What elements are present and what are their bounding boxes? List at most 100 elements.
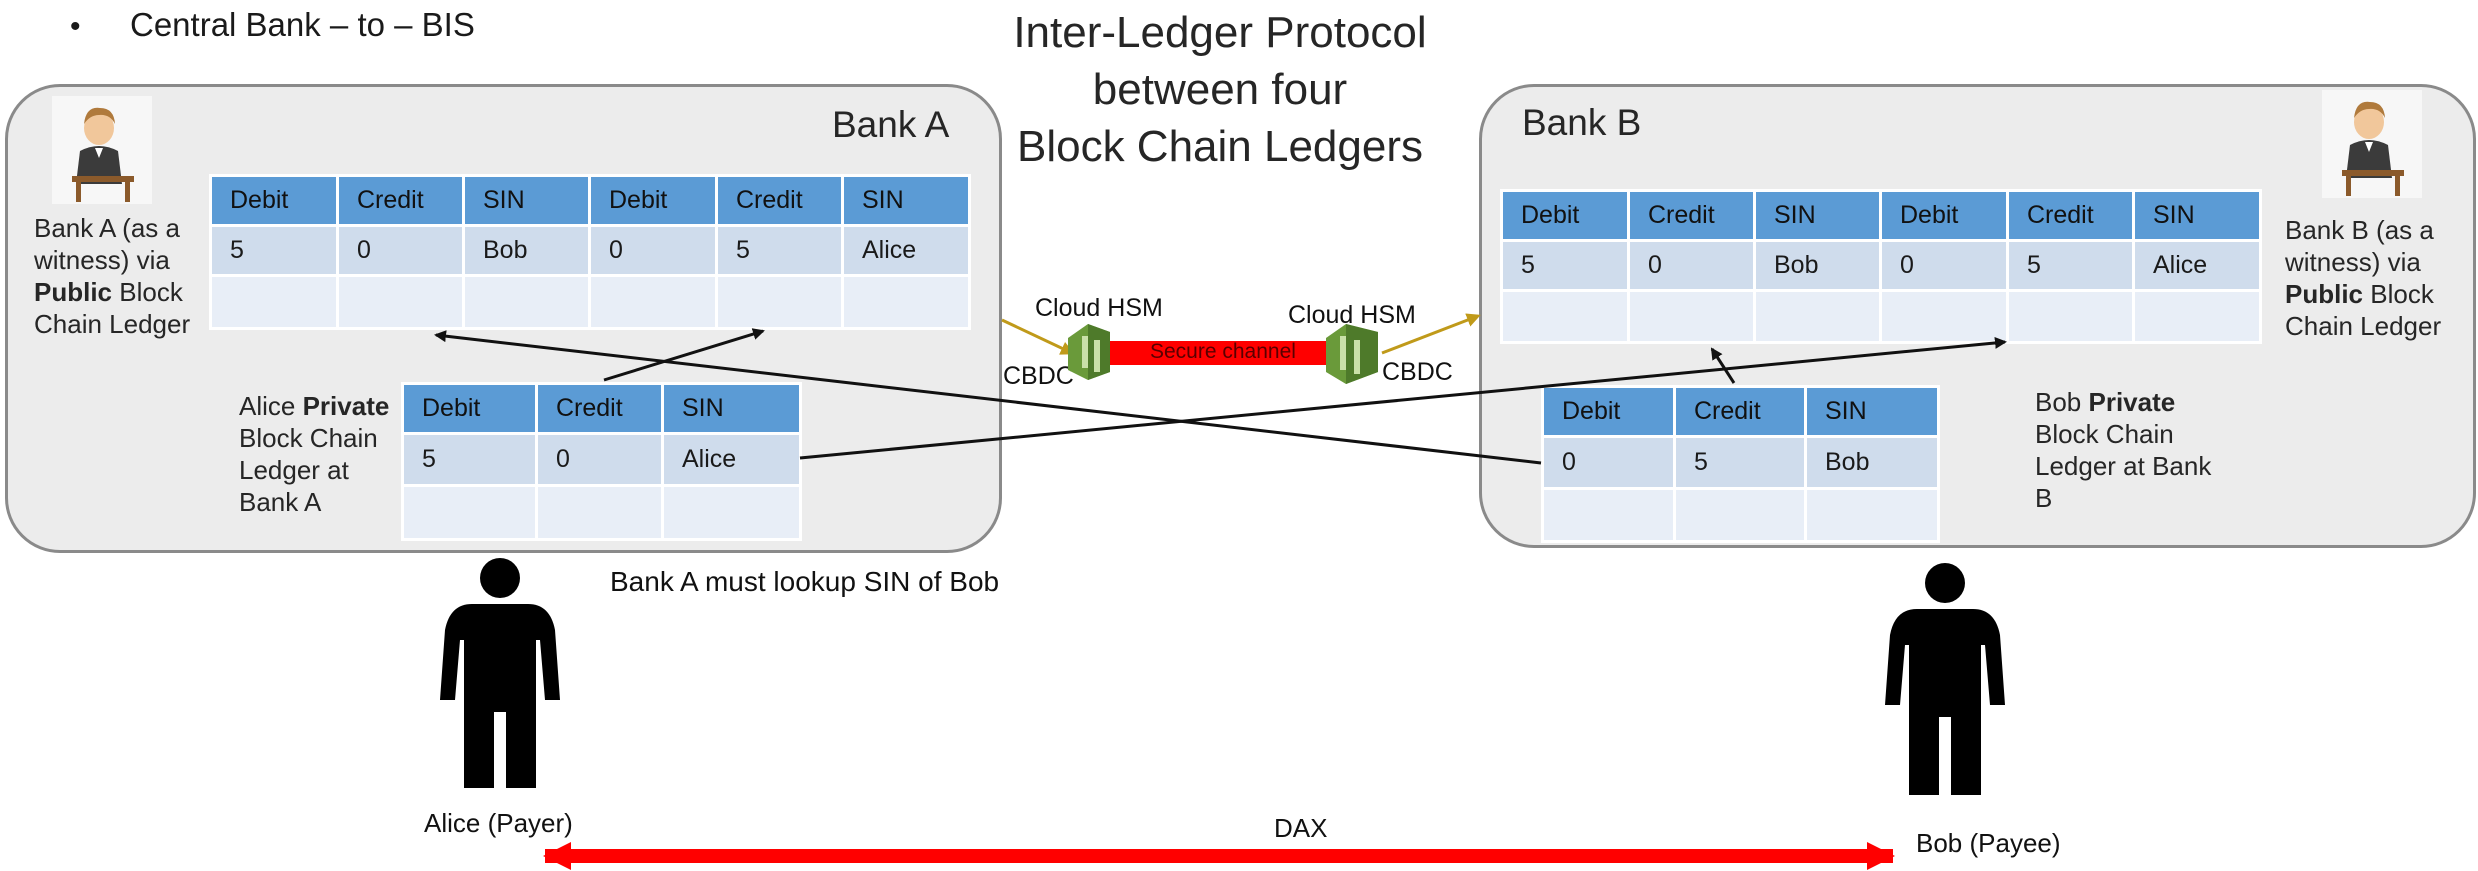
payee-label: Bob (Payee) bbox=[1916, 828, 2061, 858]
dax-label: DAX bbox=[1274, 813, 1328, 843]
column-header: SIN bbox=[2132, 189, 2262, 242]
bullet-text: Central Bank – to – BIS bbox=[130, 6, 475, 43]
table-cell bbox=[1753, 289, 1882, 344]
title-line-2: between four bbox=[1092, 65, 1348, 114]
column-header: Credit bbox=[2006, 189, 2135, 242]
bank-b-witness-avatar-icon bbox=[2322, 90, 2422, 198]
table-cell bbox=[841, 274, 971, 330]
table-row bbox=[1541, 487, 1940, 543]
title-line-1: Inter-Ledger Protocol bbox=[1013, 8, 1427, 57]
column-header: Credit bbox=[1627, 189, 1756, 242]
column-header: SIN bbox=[1753, 189, 1882, 242]
column-header: SIN bbox=[661, 382, 802, 435]
column-header: Debit bbox=[588, 174, 718, 227]
cloud-hsm-left-icon bbox=[1068, 324, 1110, 380]
arrow-bob-private-to-bank-b-public bbox=[1710, 347, 1736, 384]
alice-private-ledger: Debit Credit SIN 5 0 Alice bbox=[401, 382, 802, 541]
secure-channel-label: Secure channel bbox=[1150, 340, 1296, 363]
table-cell: Alice bbox=[2132, 239, 2262, 292]
arrow-bob-private-to-bank-a-public bbox=[434, 330, 1542, 465]
column-header: Debit bbox=[1500, 189, 1630, 242]
bob-person-icon bbox=[1885, 563, 2005, 795]
bank-a-name: Bank A bbox=[832, 104, 950, 145]
table-row bbox=[401, 484, 802, 541]
table-cell bbox=[535, 484, 664, 541]
table-cell: 5 bbox=[1500, 239, 1630, 292]
column-header: Credit bbox=[535, 382, 664, 435]
cbdc-right-label: CBDC bbox=[1382, 358, 1453, 386]
table-cell: Alice bbox=[841, 224, 971, 277]
alice-private-ledger-label: Alice Private Block Chain Ledger at Bank… bbox=[239, 391, 390, 517]
column-header: SIN bbox=[1804, 385, 1940, 438]
table-cell bbox=[1627, 289, 1756, 344]
table-cell bbox=[1541, 487, 1676, 543]
column-header: Debit bbox=[401, 382, 538, 435]
bullet-dot-icon: • bbox=[70, 10, 81, 43]
column-header: SIN bbox=[462, 174, 591, 227]
table-cell bbox=[2132, 289, 2262, 344]
table-cell bbox=[209, 274, 339, 330]
table-cell: 5 bbox=[715, 224, 844, 277]
column-header: Credit bbox=[1673, 385, 1807, 438]
table-cell bbox=[715, 274, 844, 330]
table-cell: 0 bbox=[588, 224, 718, 277]
table-cell bbox=[1500, 289, 1630, 344]
table-cell: 5 bbox=[1673, 435, 1807, 490]
table-cell bbox=[336, 274, 465, 330]
arrow-bank-a-to-hsm bbox=[1001, 318, 1075, 355]
column-header: Debit bbox=[1879, 189, 2009, 242]
table-cell: Alice bbox=[661, 432, 802, 487]
table-cell: 0 bbox=[535, 432, 664, 487]
column-header: Credit bbox=[336, 174, 465, 227]
table-row: 5 0 Alice bbox=[401, 432, 802, 487]
table-cell bbox=[462, 274, 591, 330]
table-cell: 0 bbox=[1627, 239, 1756, 292]
table-cell: Bob bbox=[1753, 239, 1882, 292]
table-cell bbox=[401, 484, 538, 541]
table-cell bbox=[588, 274, 718, 330]
alice-person-icon bbox=[440, 558, 560, 788]
bob-private-ledger-label: Bob Private Block Chain Ledger at Bank B bbox=[2035, 387, 2212, 513]
bank-a-witness-label: Bank A (as a witness) via Public Block C… bbox=[34, 213, 191, 339]
table-cell: Bob bbox=[1804, 435, 1940, 490]
table-row: 5 0 Bob 0 5 Alice bbox=[209, 224, 971, 277]
bullet-item: • Central Bank – to – BIS bbox=[70, 6, 475, 44]
title-line-3: Block Chain Ledgers bbox=[1016, 122, 1423, 171]
table-row: 5 0 Bob 0 5 Alice bbox=[1500, 239, 2262, 292]
arrow-alice-private-to-bank-a-public bbox=[603, 328, 765, 382]
bank-b-public-ledger: Debit Credit SIN Debit Credit SIN 5 0 Bo… bbox=[1500, 189, 2262, 344]
table-row bbox=[209, 274, 971, 330]
diagram-title: Inter-Ledger Protocol between four Block… bbox=[960, 4, 1480, 175]
secure-channel-bar bbox=[1110, 341, 1332, 365]
table-cell bbox=[2006, 289, 2135, 344]
column-header: Debit bbox=[1541, 385, 1676, 438]
table-cell: 0 bbox=[1879, 239, 2009, 292]
arrow-hsm-to-bank-b bbox=[1381, 313, 1481, 355]
table-cell: 5 bbox=[401, 432, 538, 487]
bank-a-public-ledger: Debit Credit SIN Debit Credit SIN 5 0 Bo… bbox=[209, 174, 971, 330]
lookup-note: Bank A must lookup SIN of Bob bbox=[610, 566, 1000, 597]
table-cell: 0 bbox=[336, 224, 465, 277]
arrow-alice-private-to-bank-b-public bbox=[799, 336, 2007, 460]
cloud-hsm-left-label: Cloud HSM bbox=[1035, 294, 1163, 322]
bank-a-witness-avatar-icon bbox=[52, 96, 152, 204]
bank-b-witness-label: Bank B (as a witness) via Public Block C… bbox=[2285, 215, 2442, 341]
cloud-hsm-right-icon bbox=[1326, 324, 1378, 384]
table-cell: 5 bbox=[209, 224, 339, 277]
table-cell: Bob bbox=[462, 224, 591, 277]
bob-private-ledger: Debit Credit SIN 0 5 Bob bbox=[1541, 385, 1940, 543]
table-cell bbox=[1879, 289, 2009, 344]
column-header: Credit bbox=[715, 174, 844, 227]
table-cell bbox=[1673, 487, 1807, 543]
table-cell bbox=[661, 484, 802, 541]
table-row bbox=[1500, 289, 2262, 344]
cloud-hsm-right-label: Cloud HSM bbox=[1288, 301, 1416, 329]
bank-b-name: Bank B bbox=[1522, 102, 1642, 143]
column-header: Debit bbox=[209, 174, 339, 227]
table-row: 0 5 Bob bbox=[1541, 435, 1940, 490]
table-cell bbox=[1804, 487, 1940, 543]
table-cell: 0 bbox=[1541, 435, 1676, 490]
column-header: SIN bbox=[841, 174, 971, 227]
cbdc-left-label: CBDC bbox=[1003, 362, 1074, 390]
